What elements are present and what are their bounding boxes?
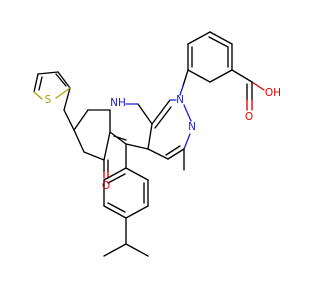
ketone-group bbox=[103, 159, 109, 179]
nh-label: NH bbox=[110, 97, 126, 109]
pyrazole-n1-label: N bbox=[176, 94, 184, 106]
thiophene-ring bbox=[33, 71, 75, 131]
thiophene-sulfur-label: S bbox=[45, 94, 52, 106]
cyclohexenone-ring bbox=[73, 109, 111, 161]
carboxylic-acid-group bbox=[231, 69, 265, 111]
acid-hydroxyl-label: OH bbox=[265, 87, 281, 99]
ketone-oxygen-label: O bbox=[102, 180, 110, 192]
pyrazole-n2-label: N bbox=[188, 121, 196, 133]
dihydropyridine-ring bbox=[109, 103, 153, 169]
pyrazole-ring bbox=[147, 69, 192, 160]
acid-carbonyl-oxygen-label: O bbox=[245, 111, 253, 123]
benzoic-acid-ring bbox=[187, 31, 233, 83]
molecule-diagram: NH N N O O OH S bbox=[33, 31, 281, 257]
structure-canvas: NH N N O O OH S bbox=[33, 31, 281, 257]
isopropylphenyl-group bbox=[103, 167, 149, 257]
